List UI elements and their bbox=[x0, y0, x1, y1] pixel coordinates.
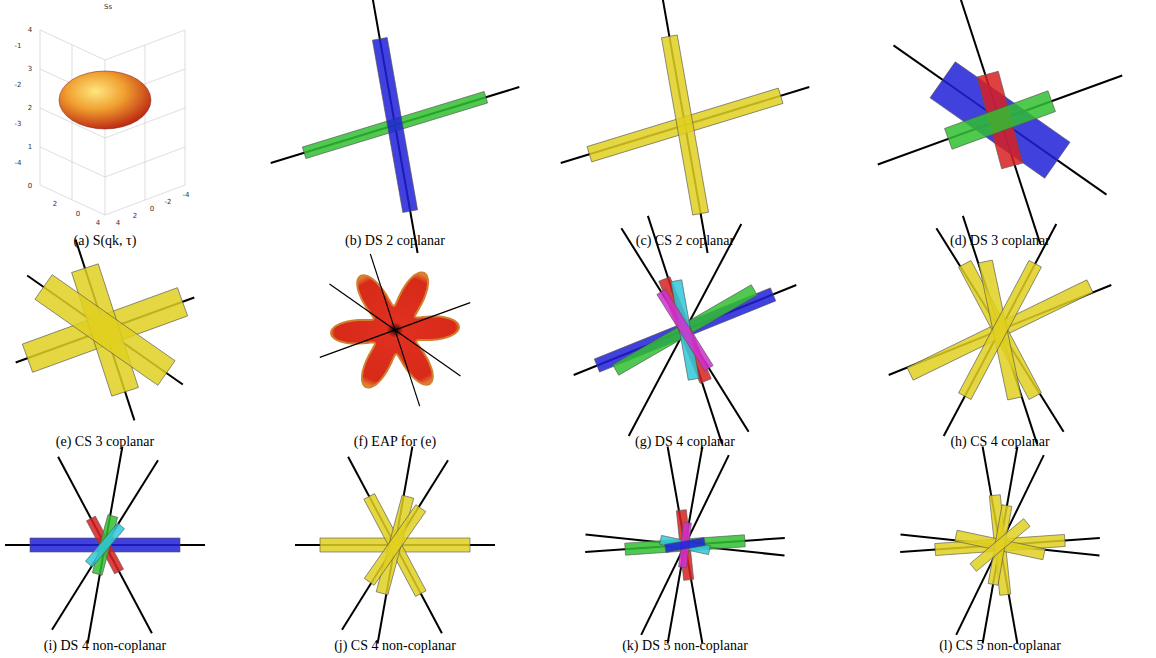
subfigure-caption: (h) CS 4 coplanar bbox=[950, 434, 1049, 450]
axis-tick: 4 bbox=[96, 219, 100, 227]
tensor-bar bbox=[930, 62, 1070, 178]
subfigure-caption: (e) CS 3 coplanar bbox=[56, 434, 154, 450]
axis-tick: -4 bbox=[183, 191, 190, 199]
surface-plot bbox=[40, 30, 185, 215]
tensor-bar bbox=[85, 523, 124, 567]
axis-tick: -4 bbox=[15, 159, 22, 167]
tensor-bar bbox=[945, 91, 1056, 149]
tensor-bar bbox=[959, 260, 1042, 399]
fiber-line bbox=[944, 224, 1057, 436]
axis-tick: 0 bbox=[150, 205, 154, 213]
fiber-line bbox=[894, 45, 1107, 194]
subfigure-caption: (l) CS 5 non-coplanar bbox=[939, 638, 1061, 654]
tensor-bar bbox=[372, 38, 417, 213]
subfigure-caption: (d) DS 3 coplanar bbox=[950, 233, 1050, 249]
axis-tick: -2 bbox=[15, 81, 22, 89]
ellipsoid bbox=[59, 71, 151, 129]
axis-tick: 0 bbox=[28, 182, 32, 190]
axis-tick: -2 bbox=[165, 198, 172, 206]
subfigure-caption: (f) EAP for (e) bbox=[354, 434, 436, 450]
fiber-line bbox=[936, 228, 1063, 432]
subfigure-caption: (g) DS 4 coplanar bbox=[635, 434, 735, 450]
fiber-line bbox=[629, 224, 742, 436]
axis-tick: 0 bbox=[76, 210, 80, 218]
axis-tick: 1 bbox=[28, 143, 32, 151]
axis-tick: 4 bbox=[28, 26, 32, 34]
tensor-bar bbox=[959, 260, 1042, 399]
subfigure-caption: (k) DS 5 non-coplanar bbox=[622, 638, 748, 654]
fiber-line bbox=[330, 284, 461, 376]
axis-tick: 3 bbox=[28, 65, 32, 73]
fiber-line bbox=[621, 228, 748, 432]
subfigure-caption: (a) S(qk, τ) bbox=[74, 233, 137, 249]
axis-tick: Ss bbox=[104, 3, 112, 11]
axis-tick: 4 bbox=[116, 219, 120, 227]
tensor-bar bbox=[661, 35, 708, 215]
subfigure-caption: (i) DS 4 non-coplanar bbox=[44, 638, 166, 654]
axis-tick: -3 bbox=[15, 120, 22, 128]
tensor-bar bbox=[364, 505, 425, 586]
axis-tick: 2 bbox=[28, 104, 32, 112]
fiber-lines bbox=[320, 254, 470, 406]
subfigure-caption: (b) DS 2 coplanar bbox=[345, 233, 445, 249]
subfigure-caption: (c) CS 2 coplanar bbox=[636, 233, 734, 249]
subfigure-caption: (j) CS 4 non-coplanar bbox=[334, 638, 456, 654]
tensor-bar bbox=[970, 519, 1030, 572]
tensor-bar bbox=[35, 275, 175, 386]
axis-tick: 2 bbox=[133, 212, 137, 220]
tensor-glyphs bbox=[5, 0, 1122, 643]
tensor-bar bbox=[657, 289, 713, 371]
fiber-line bbox=[648, 216, 722, 444]
axis-tick: -1 bbox=[15, 42, 22, 50]
tensor-bar bbox=[665, 538, 706, 553]
tensor-bar bbox=[364, 494, 426, 597]
axis-tick: 2 bbox=[53, 200, 57, 208]
